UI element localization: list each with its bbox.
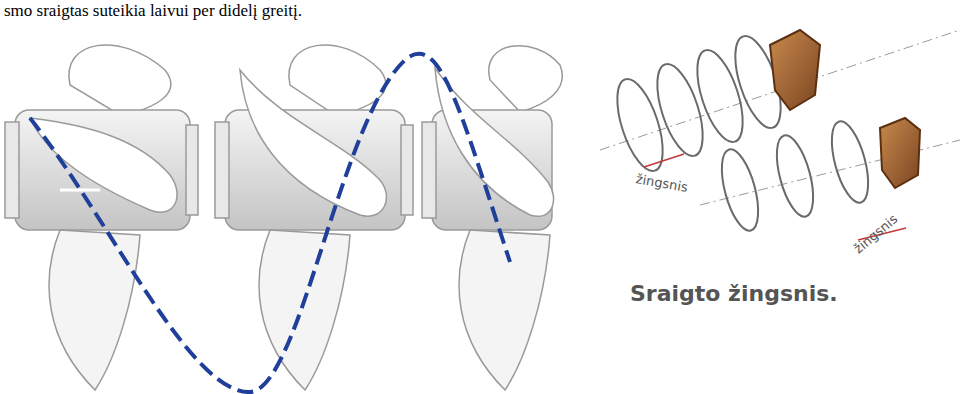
helix [700,118,960,240]
pitch-label: žingsnis [851,212,900,257]
pitch-label: žingsnis [635,172,689,195]
propeller [215,45,413,390]
caption: Sraigto žingsnis. [630,282,838,306]
propeller [422,46,562,390]
cut-off-sentence: smo sraigtas suteikia laivui per didelį … [4,2,302,21]
propeller [5,45,198,390]
pitch-wave [30,54,510,392]
